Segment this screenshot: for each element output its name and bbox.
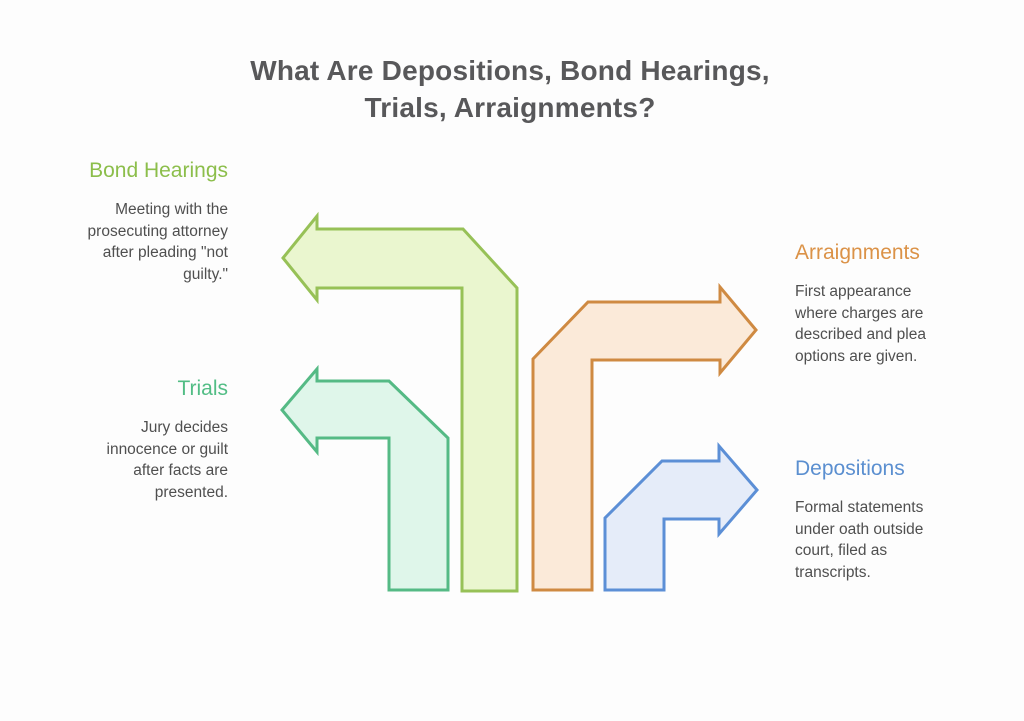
bond-hearings-heading: Bond Hearings [89,159,228,182]
section-trials: Trials Jury decides innocence or guilt a… [28,376,229,503]
page-title-line2: Trials, Arraignments? [364,92,656,123]
trials-heading: Trials [177,377,228,400]
arraignments-arrow [531,282,758,592]
arraignments-description: First appearance where charges are descr… [795,283,926,365]
depositions-description: Formal statements under oath outside cou… [795,499,924,581]
section-bond-hearings: Bond Hearings Meeting with the prosecuti… [28,158,228,285]
depositions-heading: Depositions [795,457,905,480]
section-arraignments: Arraignments First appearance where char… [795,240,960,367]
page-title: What Are Depositions, Bond Hearings, Tri… [0,52,1020,126]
trials-arrow [280,364,450,592]
bond-hearings-arrow [281,211,519,593]
page-title-line1: What Are Depositions, Bond Hearings, [250,55,770,86]
section-depositions: Depositions Formal statements under oath… [795,456,960,583]
trials-description: Jury decides innocence or guilt after fa… [106,419,229,501]
depositions-arrow [603,441,759,592]
bond-hearings-description: Meeting with the prosecuting attorney af… [87,201,228,283]
arraignments-heading: Arraignments [795,241,920,264]
